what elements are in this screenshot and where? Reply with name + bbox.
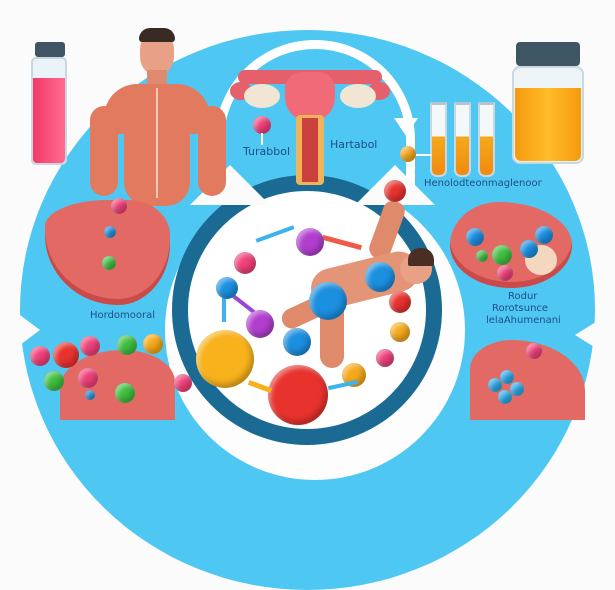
molecule-ball	[466, 228, 484, 246]
molecule-ball	[246, 310, 274, 338]
molecule-ball	[476, 250, 488, 262]
molecule-ball	[53, 342, 79, 368]
molecule-ball	[117, 335, 137, 355]
uterus-diagram	[230, 60, 390, 185]
molecule-bond	[416, 154, 432, 156]
molecule-ball	[30, 346, 50, 366]
molecule-ball	[492, 245, 512, 265]
molecule-ball	[283, 328, 311, 356]
molecule-ball	[216, 277, 238, 299]
molecule-ball	[115, 383, 135, 403]
label-turabbol: Turabbol	[243, 145, 291, 158]
arrow-wedge-right	[575, 310, 615, 360]
pink-vial-icon	[30, 42, 70, 166]
molecule-ball	[365, 262, 395, 292]
molecule-ball	[174, 374, 192, 392]
orange-jar-icon	[512, 42, 584, 164]
molecule-ball	[104, 226, 116, 238]
molecule-ball	[384, 180, 406, 202]
hexagon-molecule-icon	[488, 370, 524, 406]
label-lelaahumenani: lelaAhumenani	[486, 315, 561, 326]
molecule-ball	[296, 228, 324, 256]
label-henolod: Henolodteonmaglenoor	[424, 178, 542, 189]
molecule-ball	[102, 256, 116, 270]
arrow-head-down-icon	[394, 118, 418, 136]
molecule-ball	[253, 116, 271, 134]
chain-arrow-blue-down	[222, 292, 226, 322]
molecule-ball	[234, 252, 256, 274]
molecule-ball	[535, 226, 553, 244]
label-hordomooral: Hordomooral	[90, 310, 156, 321]
molecule-ball	[376, 349, 394, 367]
molecule-ball	[85, 390, 95, 400]
test-tube-icon	[478, 102, 495, 177]
label-hartabol: Hartabol	[330, 138, 378, 151]
molecule-ball	[520, 240, 538, 258]
molecule-ball	[526, 343, 542, 359]
test-tube-icon	[454, 102, 471, 177]
muscular-man-figure	[90, 26, 230, 206]
molecule-ball	[143, 334, 163, 354]
molecule-ball	[389, 291, 411, 313]
molecule-ball	[80, 336, 100, 356]
molecule-ball	[78, 368, 98, 388]
molecule-ball	[196, 330, 254, 388]
label-rodur: Rodur	[508, 291, 538, 302]
molecule-ball	[390, 322, 410, 342]
molecule-ball	[497, 265, 513, 281]
test-tube-icon	[430, 102, 447, 177]
exercising-figure	[278, 198, 434, 370]
label-rorotsunce: Rorotsunce	[492, 303, 549, 314]
molecule-ball	[268, 365, 328, 425]
molecule-ball	[44, 371, 64, 391]
molecule-ball	[111, 198, 127, 214]
molecule-stem	[261, 133, 263, 145]
molecule-ball	[309, 282, 347, 320]
molecule-ball	[400, 146, 416, 162]
